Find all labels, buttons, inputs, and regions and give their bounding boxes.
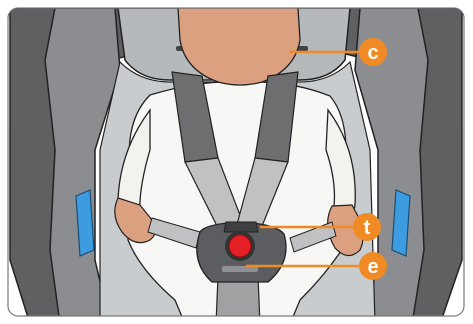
callout-e-label: e [367, 256, 378, 278]
callout-t-label: t [364, 217, 371, 239]
chest-clip [224, 222, 258, 232]
buckle-release-button [229, 235, 251, 257]
callout-e: e [359, 252, 387, 280]
callout-c-label: c [367, 42, 378, 64]
callout-c: c [359, 38, 387, 66]
callout-t: t [353, 213, 381, 241]
